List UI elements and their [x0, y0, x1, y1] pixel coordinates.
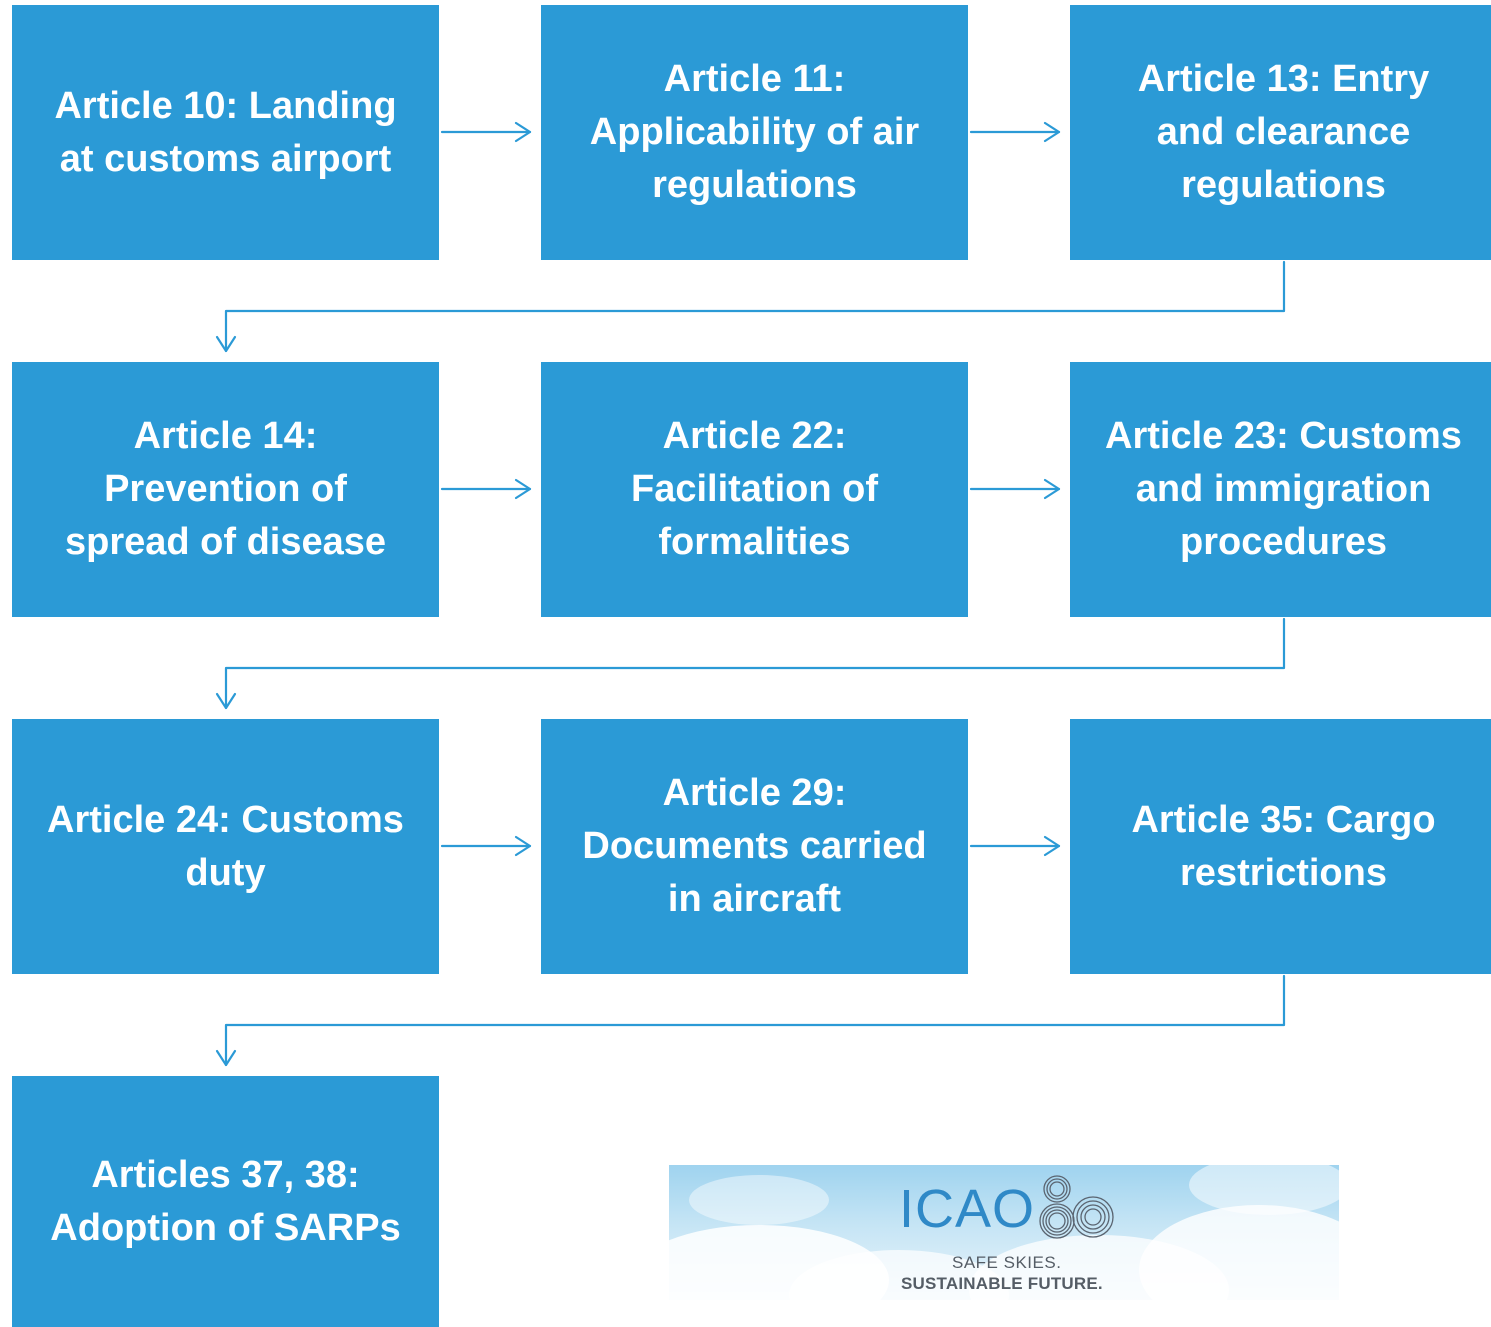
icao-logo: ICAO 80 — [899, 1175, 1115, 1239]
logo-tagline-safe-skies: SAFE SKIES. — [952, 1253, 1062, 1272]
box-article-23: Article 23: Customs and immigration proc… — [1070, 362, 1491, 617]
box-articles-37-38-label: Articles 37, 38: Adoption of SARPs — [50, 1149, 400, 1255]
box-article-14: Article 14: Prevention of spread of dise… — [12, 362, 439, 617]
box-articles-37-38: Articles 37, 38: Adoption of SARPs — [12, 1076, 439, 1327]
box-article-14-line-1: Article 14: — [133, 415, 318, 457]
box-article-11: Article 11: Applicability of air regulat… — [541, 5, 968, 260]
box-article-24-line-2: duty — [185, 851, 266, 894]
icao-80-logo-banner: ICAO 80 SAFE SKIES. SUSTAINABLE FUTURE. — [669, 1165, 1339, 1300]
arrow-article10-to-article11 — [440, 121, 532, 143]
box-article-22-line-3: formalities — [658, 521, 851, 563]
icao-wordmark: ICAO — [899, 1179, 1036, 1239]
arrow-article24-to-article29 — [440, 835, 532, 857]
box-article-22-label: Article 22: Facilitation of formalities — [631, 410, 878, 569]
box-article-23-label: Article 23: Customs and immigration proc… — [1105, 410, 1462, 569]
box-article-24-line-1: Article 24: Customs — [47, 798, 404, 841]
box-article-10-line-2: at customs airport — [59, 137, 392, 180]
box-article-24-label: Article 24: Customs duty — [47, 794, 404, 900]
arrow-article29-to-article35 — [969, 835, 1061, 857]
box-article-35-label: Article 35: Cargo restrictions — [1131, 794, 1435, 900]
box-article-14-line-3: spread of disease — [64, 521, 387, 563]
box-article-11-line-2: Applicability of air — [589, 111, 920, 153]
box-article-11-line-1: Article 11: — [663, 58, 846, 100]
box-article-22-line-1: Article 22: — [662, 415, 847, 457]
box-article-29-label: Article 29: Documents carried in aircraf… — [582, 767, 926, 926]
box-article-13-line-3: regulations — [1181, 164, 1386, 206]
box-article-13: Article 13: Entry and clearance regulati… — [1070, 5, 1491, 260]
box-article-23-line-2: and immigration — [1135, 468, 1432, 510]
box-article-13-line-2: and clearance — [1156, 111, 1411, 153]
box-article-14-line-2: Prevention of — [104, 468, 347, 510]
arrow-article11-to-article13 — [969, 121, 1061, 143]
numeral-80-rings-icon: 80 — [1039, 1175, 1114, 1239]
cloud-shape — [1189, 1165, 1339, 1215]
box-article-23-line-3: procedures — [1180, 521, 1387, 563]
box-article-29-line-1: Article 29: — [662, 772, 847, 814]
box-article-22-line-2: Facilitation of — [631, 468, 878, 510]
box-article-10: Article 10: Landing at customs airport — [12, 5, 439, 260]
box-article-29: Article 29: Documents carried in aircraf… — [541, 719, 968, 974]
arrow-article14-to-article22 — [440, 478, 532, 500]
box-article-13-line-1: Article 13: Entry — [1137, 58, 1430, 100]
box-article-11-line-3: regulations — [652, 164, 857, 206]
box-article-22: Article 22: Facilitation of formalities — [541, 362, 968, 617]
box-article-35-line-1: Article 35: Cargo — [1131, 798, 1436, 841]
cloud-shape — [1139, 1205, 1339, 1300]
box-article-13-label: Article 13: Entry and clearance regulati… — [1138, 53, 1429, 212]
arrow-article35-to-articles37-38 — [215, 974, 1286, 1067]
box-article-35-line-2: restrictions — [1180, 851, 1387, 894]
box-article-10-label: Article 10: Landing at customs airport — [54, 80, 396, 186]
box-article-10-line-1: Article 10: Landing — [54, 84, 397, 127]
box-articles-37-38-line-1: Articles 37, 38: — [91, 1153, 360, 1196]
arrow-article23-to-article24 — [215, 617, 1286, 710]
box-articles-37-38-line-2: Adoption of SARPs — [50, 1206, 401, 1249]
box-article-35: Article 35: Cargo restrictions — [1070, 719, 1491, 974]
arrow-article22-to-article23 — [969, 478, 1061, 500]
logo-tagline-sustainable-future: SUSTAINABLE FUTURE. — [901, 1274, 1103, 1293]
box-article-23-line-1: Article 23: Customs — [1105, 415, 1462, 457]
cloud-shape — [689, 1175, 829, 1225]
box-article-29-line-2: Documents carried — [582, 825, 927, 867]
box-article-11-label: Article 11: Applicability of air regulat… — [590, 53, 919, 212]
box-article-29-line-3: in aircraft — [667, 878, 842, 920]
box-article-14-label: Article 14: Prevention of spread of dise… — [65, 410, 386, 569]
arrow-article13-to-article14 — [215, 260, 1286, 353]
box-article-24: Article 24: Customs duty — [12, 719, 439, 974]
